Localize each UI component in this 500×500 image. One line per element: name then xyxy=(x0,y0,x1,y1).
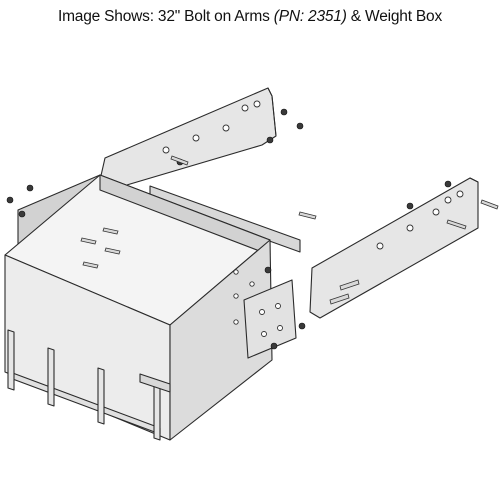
nut-icon xyxy=(264,266,272,274)
nut-icon xyxy=(6,196,14,204)
nut-icon xyxy=(444,180,452,188)
nut-icon xyxy=(296,122,304,130)
right-arm xyxy=(309,177,479,319)
nut-icon xyxy=(298,322,306,330)
right-arm-hole xyxy=(444,196,452,204)
box-side-face xyxy=(169,239,273,441)
fork-tine xyxy=(7,329,15,391)
caption-suffix: & Weight Box xyxy=(346,8,443,25)
left-arm-hole xyxy=(192,134,200,142)
bracket-hole xyxy=(275,303,281,309)
left-arm-plate xyxy=(99,87,277,191)
fork-tine xyxy=(153,385,161,441)
left-arm-hole xyxy=(241,104,249,112)
bracket-hole xyxy=(277,325,283,331)
right-arm-hole xyxy=(406,224,414,232)
bolt-icon xyxy=(329,293,350,305)
bracket-plate xyxy=(243,279,297,359)
box-side-hole xyxy=(233,319,239,325)
bolt-icon xyxy=(170,155,189,166)
left-arm-hole xyxy=(253,100,261,108)
nut-icon xyxy=(270,342,278,350)
fork-tine xyxy=(47,347,55,407)
nuts xyxy=(6,108,452,350)
caption-part-number: (PN: 2351) xyxy=(273,8,347,25)
bolt-icon xyxy=(104,247,121,255)
right-arm-hole xyxy=(376,242,384,250)
box-side-hole xyxy=(233,293,239,299)
bolt-icon xyxy=(80,237,97,245)
nut-icon xyxy=(266,136,274,144)
right-arm-hole xyxy=(432,208,440,216)
bracket-hole xyxy=(259,309,265,315)
caption-prefix: Image Shows: 32" Bolt on Arms xyxy=(57,8,274,25)
bolt-icon xyxy=(446,219,467,230)
bolt-icon xyxy=(339,279,360,291)
left-arm xyxy=(99,87,277,191)
bolt-icon xyxy=(298,211,317,220)
nut-icon xyxy=(18,210,26,218)
nut-icon xyxy=(406,202,414,210)
box-side-hole xyxy=(249,281,255,287)
fork-tine xyxy=(97,367,105,425)
bottom-forks xyxy=(7,329,161,441)
mount-bracket xyxy=(243,279,297,359)
bolt-icon xyxy=(480,199,499,210)
right-arm-plate xyxy=(309,177,479,319)
weight-box xyxy=(4,174,273,441)
side-latch xyxy=(139,373,171,393)
bolt-icon xyxy=(102,227,119,235)
nut-icon xyxy=(280,108,288,116)
bolts xyxy=(80,155,499,305)
bolt-icon xyxy=(82,261,99,269)
nut-icon xyxy=(26,184,34,192)
image-caption: Image Shows: 32" Bolt on Arms (PN: 2351)… xyxy=(0,8,500,26)
box-side-hole xyxy=(233,269,239,275)
left-arm-hole xyxy=(162,146,170,154)
right-arm-hole xyxy=(456,190,464,198)
left-arm-hole xyxy=(222,124,230,132)
bracket-hole xyxy=(261,331,267,337)
